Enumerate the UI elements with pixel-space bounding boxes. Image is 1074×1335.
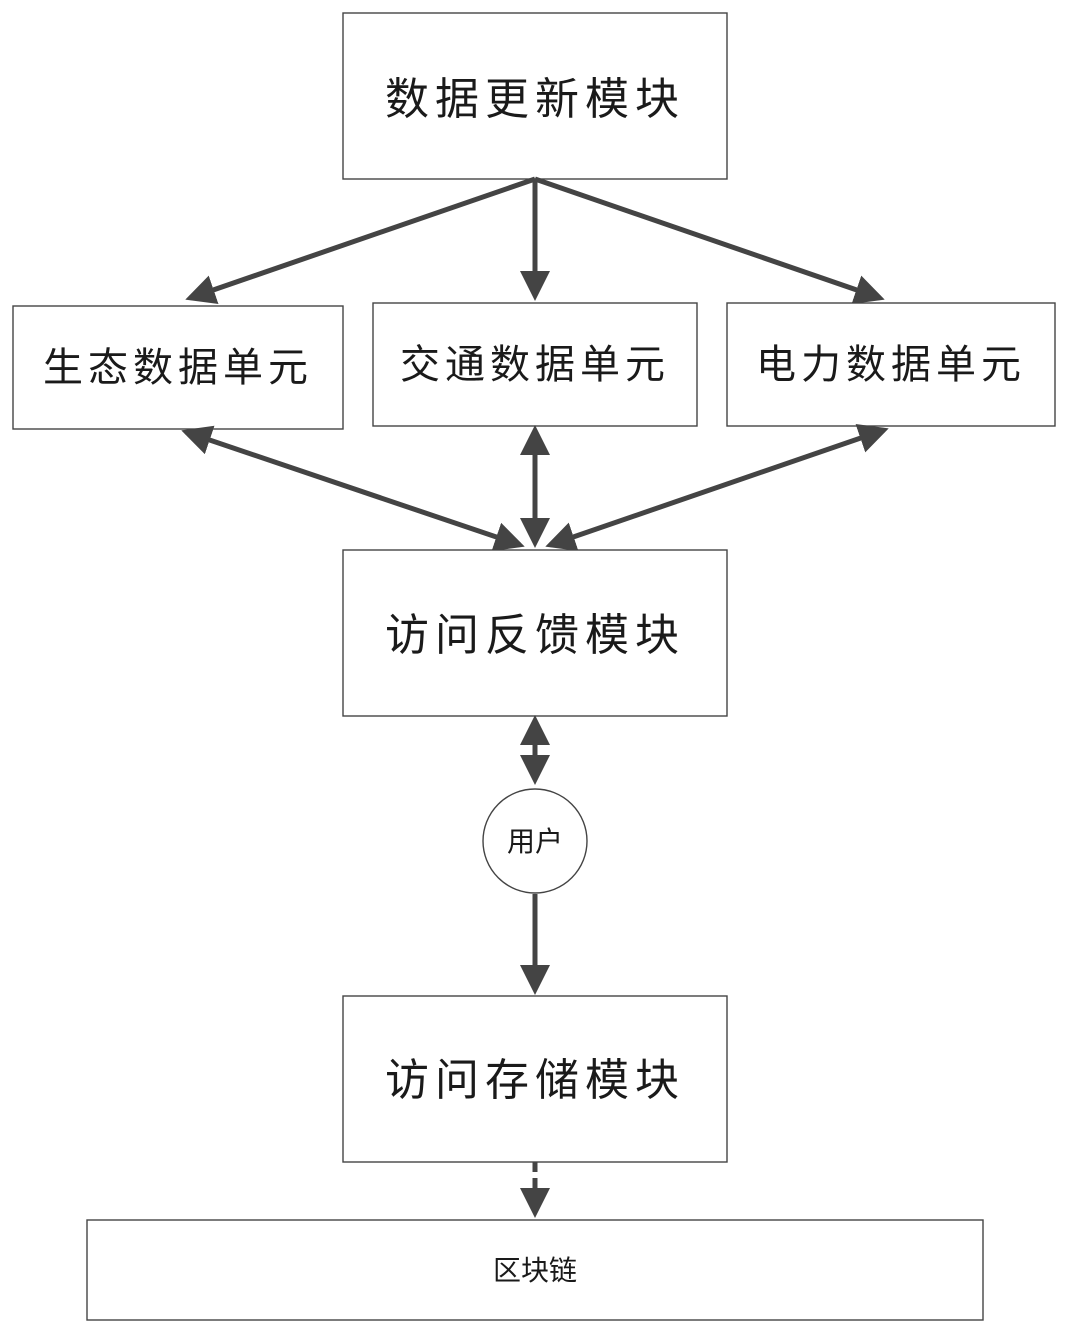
access-storage-module-label: 访问存储模块 [385, 1055, 685, 1106]
user-node: 用户 [482, 788, 588, 894]
traffic-data-unit-label: 交通数据单元 [400, 342, 670, 388]
power-data-unit-label: 电力数据单元 [756, 342, 1026, 388]
access-feedback-module-label: 访问反馈模块 [385, 610, 685, 661]
arrow-eco-feedback [181, 425, 525, 552]
data-update-module: 数据更新模块 [342, 12, 728, 180]
user-node-label: 用户 [507, 825, 563, 858]
arrow-power-feedback [545, 423, 889, 552]
eco-data-unit: 生态数据单元 [12, 305, 344, 430]
access-storage-module: 访问存储模块 [342, 995, 728, 1163]
data-update-module-label: 数据更新模块 [385, 74, 685, 125]
access-feedback-module: 访问反馈模块 [342, 549, 728, 717]
blockchain-node-label: 区块链 [493, 1254, 577, 1287]
blockchain-node: 区块链 [86, 1219, 984, 1321]
traffic-data-unit: 交通数据单元 [372, 302, 698, 427]
arrow-update-to-eco [185, 176, 536, 305]
arrow-update-to-power [534, 176, 885, 305]
power-data-unit: 电力数据单元 [726, 302, 1056, 427]
eco-data-unit-label: 生态数据单元 [43, 345, 313, 391]
